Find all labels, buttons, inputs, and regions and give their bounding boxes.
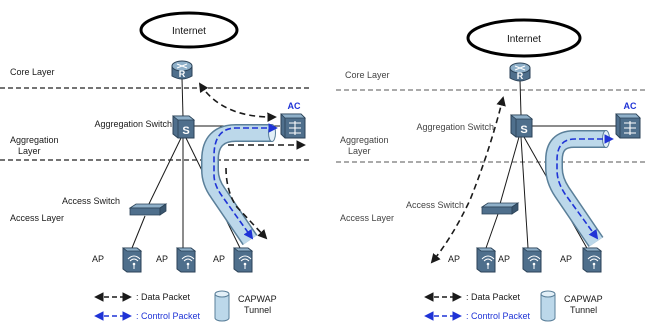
aggregation-switch-icon bbox=[510, 114, 533, 138]
data-packet-path-tunnel-bottom bbox=[225, 167, 268, 240]
ap-label: AP bbox=[498, 254, 510, 264]
legend: : Data Packet : Control Packet CAPWAP Tu… bbox=[94, 290, 277, 322]
ac-label: AC bbox=[288, 101, 301, 111]
internet-label: Internet bbox=[507, 34, 541, 45]
access-point-icon bbox=[122, 247, 142, 273]
link-accessswitch-ap1 bbox=[131, 215, 146, 249]
data-packet-path-ac bbox=[198, 82, 277, 122]
control-packet-path bbox=[556, 134, 614, 240]
aggregation-switch-label: Aggregation Switch bbox=[416, 122, 494, 132]
cylinder-icon bbox=[214, 290, 230, 322]
capwap-legend-label-line2: Tunnel bbox=[570, 305, 597, 315]
link-router-aggswitch bbox=[181, 77, 184, 118]
capwap-legend-label-line1: CAPWAP bbox=[564, 294, 603, 304]
control-packet-legend-label: : Control Packet bbox=[136, 311, 201, 321]
router-icon bbox=[171, 60, 193, 80]
access-layer-label: Access Layer bbox=[340, 213, 394, 223]
right-diagram: Internet Core Layer Aggregation Layer Ac… bbox=[336, 18, 648, 322]
access-switch-label: Access Switch bbox=[406, 200, 464, 210]
ap-label: AP bbox=[560, 254, 572, 264]
router-icon bbox=[509, 62, 531, 82]
capwap-tunnel bbox=[201, 124, 276, 246]
link-aggswitch-accessswitch bbox=[146, 137, 182, 209]
access-controller-icon bbox=[280, 113, 306, 139]
aggregation-switch-icon bbox=[172, 115, 195, 139]
core-layer-label: Core Layer bbox=[345, 70, 390, 80]
ap-label: AP bbox=[448, 254, 460, 264]
access-layer-label: Access Layer bbox=[10, 213, 64, 223]
ap-label: AP bbox=[213, 254, 225, 264]
link-aggswitch-accessswitch bbox=[499, 136, 520, 205]
left-diagram: Internet Core Layer Aggregation Layer Ac… bbox=[0, 11, 312, 322]
link-aggswitch-ap2 bbox=[520, 136, 529, 249]
control-packet-legend-label: : Control Packet bbox=[466, 311, 531, 321]
aggregation-layer-label-line1: Aggregation bbox=[10, 135, 59, 145]
internet-cloud bbox=[466, 18, 582, 58]
capwap-legend-label-line2: Tunnel bbox=[244, 305, 271, 315]
internet-cloud bbox=[139, 11, 239, 49]
link-router-aggswitch bbox=[519, 79, 522, 116]
control-packet-path bbox=[213, 123, 278, 240]
access-point-icon bbox=[522, 247, 542, 273]
access-point-icon bbox=[233, 247, 253, 273]
access-controller-icon bbox=[615, 113, 641, 139]
cylinder-icon bbox=[540, 290, 556, 322]
access-switch-label: Access Switch bbox=[62, 196, 120, 206]
access-switch-icon bbox=[129, 203, 167, 216]
aggregation-switch-label: Aggregation Switch bbox=[94, 119, 172, 129]
access-point-icon bbox=[176, 247, 196, 273]
ac-label: AC bbox=[624, 101, 637, 111]
core-layer-label: Core Layer bbox=[10, 67, 55, 77]
capwap-legend-label-line1: CAPWAP bbox=[238, 294, 277, 304]
data-packet-legend-label: : Data Packet bbox=[136, 292, 191, 302]
aggregation-layer-label-line2: Layer bbox=[348, 146, 371, 156]
ap-label: AP bbox=[156, 254, 168, 264]
data-packet-legend-label: : Data Packet bbox=[466, 292, 521, 302]
access-point-icon bbox=[582, 247, 602, 273]
access-switch-icon bbox=[481, 202, 519, 215]
aggregation-layer-label-line2: Layer bbox=[18, 146, 41, 156]
link-accessswitch-ap1 bbox=[485, 213, 499, 249]
capwap-tunnel bbox=[545, 130, 610, 248]
aggregation-layer-label-line1: Aggregation bbox=[340, 135, 389, 145]
access-point-icon bbox=[476, 247, 496, 273]
internet-label: Internet bbox=[172, 26, 206, 37]
legend: : Data Packet : Control Packet CAPWAP Tu… bbox=[424, 290, 603, 322]
ap-label: AP bbox=[92, 254, 104, 264]
